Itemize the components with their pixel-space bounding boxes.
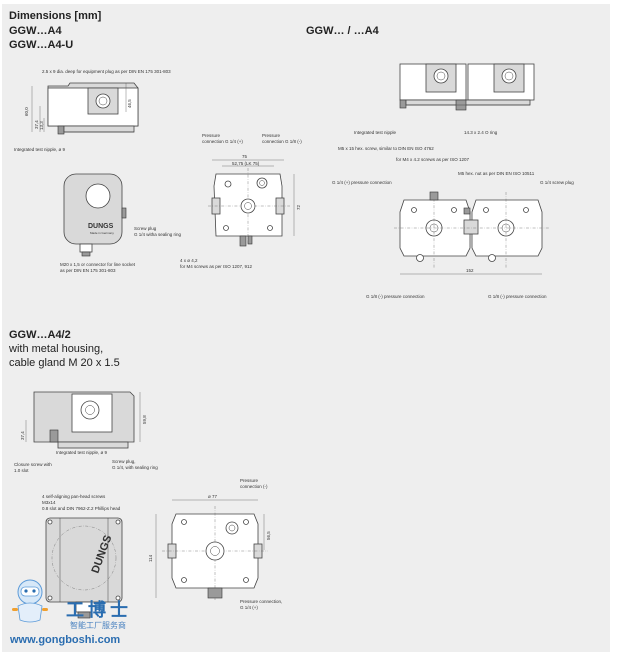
drawing-a4-flange-view: 75 52,75 (LK 75) 72 — [208, 154, 301, 247]
dim-75: 75 — [242, 154, 248, 159]
label-pressure-conn-plus-2: connection G 1/4 (+) — [202, 139, 243, 144]
watermark-name: 工博士 — [66, 600, 132, 620]
dim-77: ø 77 — [208, 494, 218, 499]
label-m5-hex-nut: M5 hex. nut as per DIN EN ISO 10511 — [458, 171, 535, 176]
label-m20-connector: M20 x 1,5 or connector for line socket — [60, 262, 136, 267]
label-g18-minus-left: G 1/8 (-) pressure connection — [366, 294, 425, 299]
dim-60-0: 60,0 — [24, 107, 29, 116]
label-pressure-conn-plus-a42-2: G 1/4 (+) — [240, 605, 258, 610]
drawing-pair-side-view — [399, 63, 535, 111]
brand-dungs: DUNGS — [88, 223, 114, 230]
dim-114: 114 — [148, 554, 153, 562]
drawing-a4-side-view: 60,0 37,4 13,3 46,5 — [24, 82, 139, 135]
label-g14-plus: G 1/4 (+) pressure connection — [332, 180, 392, 185]
label-test-nipple-9: Integrated test nipple, ø 9 — [14, 147, 66, 152]
heading-ggw-a4: GGW…A4 — [9, 25, 62, 37]
label-pressure-conn-minus-2: connection G 1/8 (-) — [262, 139, 302, 144]
watermark-url[interactable]: www.gongboshi.com — [10, 634, 121, 646]
watermark-tagline: 智能工厂服务商 — [70, 621, 126, 630]
label-screw-plug-a42: Screw plug, — [112, 459, 136, 464]
subheading-cable-gland: cable gland M 20 x 1.5 — [9, 357, 120, 369]
label-closure-screw: Closure screw with — [14, 462, 52, 467]
label-test-nipple-a42: Integrated test nipple, ø 9 — [56, 450, 108, 455]
label-closure-screw-2: 1.0 slot — [14, 468, 29, 473]
label-pan-head-screws-2: M3x14 — [42, 500, 56, 505]
label-pan-head-screws: 4 self-aligning pan-head screws — [42, 494, 106, 499]
label-screws-4x42-2: for M4 screws as per ISO 1207, 912 — [180, 264, 253, 269]
drawing-a42-side-view: 59,8 37,4 — [20, 391, 147, 449]
dim-72: 72 — [296, 204, 301, 210]
dim-37-4: 37,4 — [34, 120, 39, 129]
brand-made-in: Made in Germany — [90, 231, 114, 235]
label-plug-hole: 2.5 x 9 dia. deep for equipment plug as … — [42, 69, 171, 74]
subheading-metal-housing: with metal housing, — [9, 343, 104, 355]
label-screw-plug-ring: G 1/4 witha sealing ring — [134, 232, 182, 237]
dim-59-8: 59,8 — [142, 415, 147, 424]
label-pressure-conn-plus-a42: Pressure connection, — [240, 599, 283, 604]
label-o-ring: 14.3 x 2.4 O ring — [464, 130, 498, 135]
label-screw-plug-a42-2: G 1/4, with sealing ring — [112, 465, 158, 470]
dim-52-75: 52,75 (LK 75) — [232, 161, 260, 166]
label-pan-head-screws-3: 0.8 slot and DIN 7962-Z.2 Phillips head — [42, 506, 121, 511]
drawing-a4-front-view: DUNGS Made in Germany — [63, 173, 127, 257]
drawing-a42-front-view: DUNGS — [45, 517, 123, 619]
label-m4-screws: for M4 x 4.2 screws as per ISO 1207 — [396, 157, 470, 162]
label-test-nipple-pair: Integrated test nipple — [354, 130, 397, 135]
label-g18-minus-right: G 1/8 (-) pressure connection — [488, 294, 547, 299]
heading-dimensions: Dimensions [mm] — [9, 10, 102, 22]
drawing-a42-flange-view: ø 77 114 56,5 — [148, 494, 271, 600]
label-pressure-conn-minus-a42: Pressure — [240, 478, 259, 483]
heading-ggw-a4u: GGW…A4-U — [9, 39, 74, 51]
label-g14-screw-plug: G 1/4 screw plug — [540, 180, 574, 185]
label-screws-4x42: 4 x ø 4,2 — [180, 258, 198, 263]
dim-37-4b: 37,4 — [20, 431, 25, 440]
robot-mascot-icon — [12, 579, 48, 623]
drawing-pair-flange-view: 152 — [394, 191, 550, 275]
dim-152: 152 — [466, 268, 474, 273]
label-pressure-conn-minus-a42-2: connection (-) — [240, 484, 268, 489]
label-m5-hex-screw: M5 x 15 hex. screw, similar to DIN EN IS… — [338, 146, 434, 151]
dim-46-5: 46,5 — [127, 99, 132, 108]
heading-ggw-a4-pair: GGW… / …A4 — [306, 25, 379, 37]
label-screw-plug: Screw plug — [134, 226, 157, 231]
label-m20-connector-2: as per DIN EN 175 301-803 — [60, 268, 116, 273]
dim-56-5: 56,5 — [266, 531, 271, 540]
label-pressure-conn-plus: Pressure — [202, 133, 221, 138]
label-pressure-conn-minus: Pressure — [262, 133, 281, 138]
heading-ggw-a4-2: GGW…A4/2 — [9, 329, 71, 341]
dim-13-3: 13,3 — [39, 121, 44, 130]
